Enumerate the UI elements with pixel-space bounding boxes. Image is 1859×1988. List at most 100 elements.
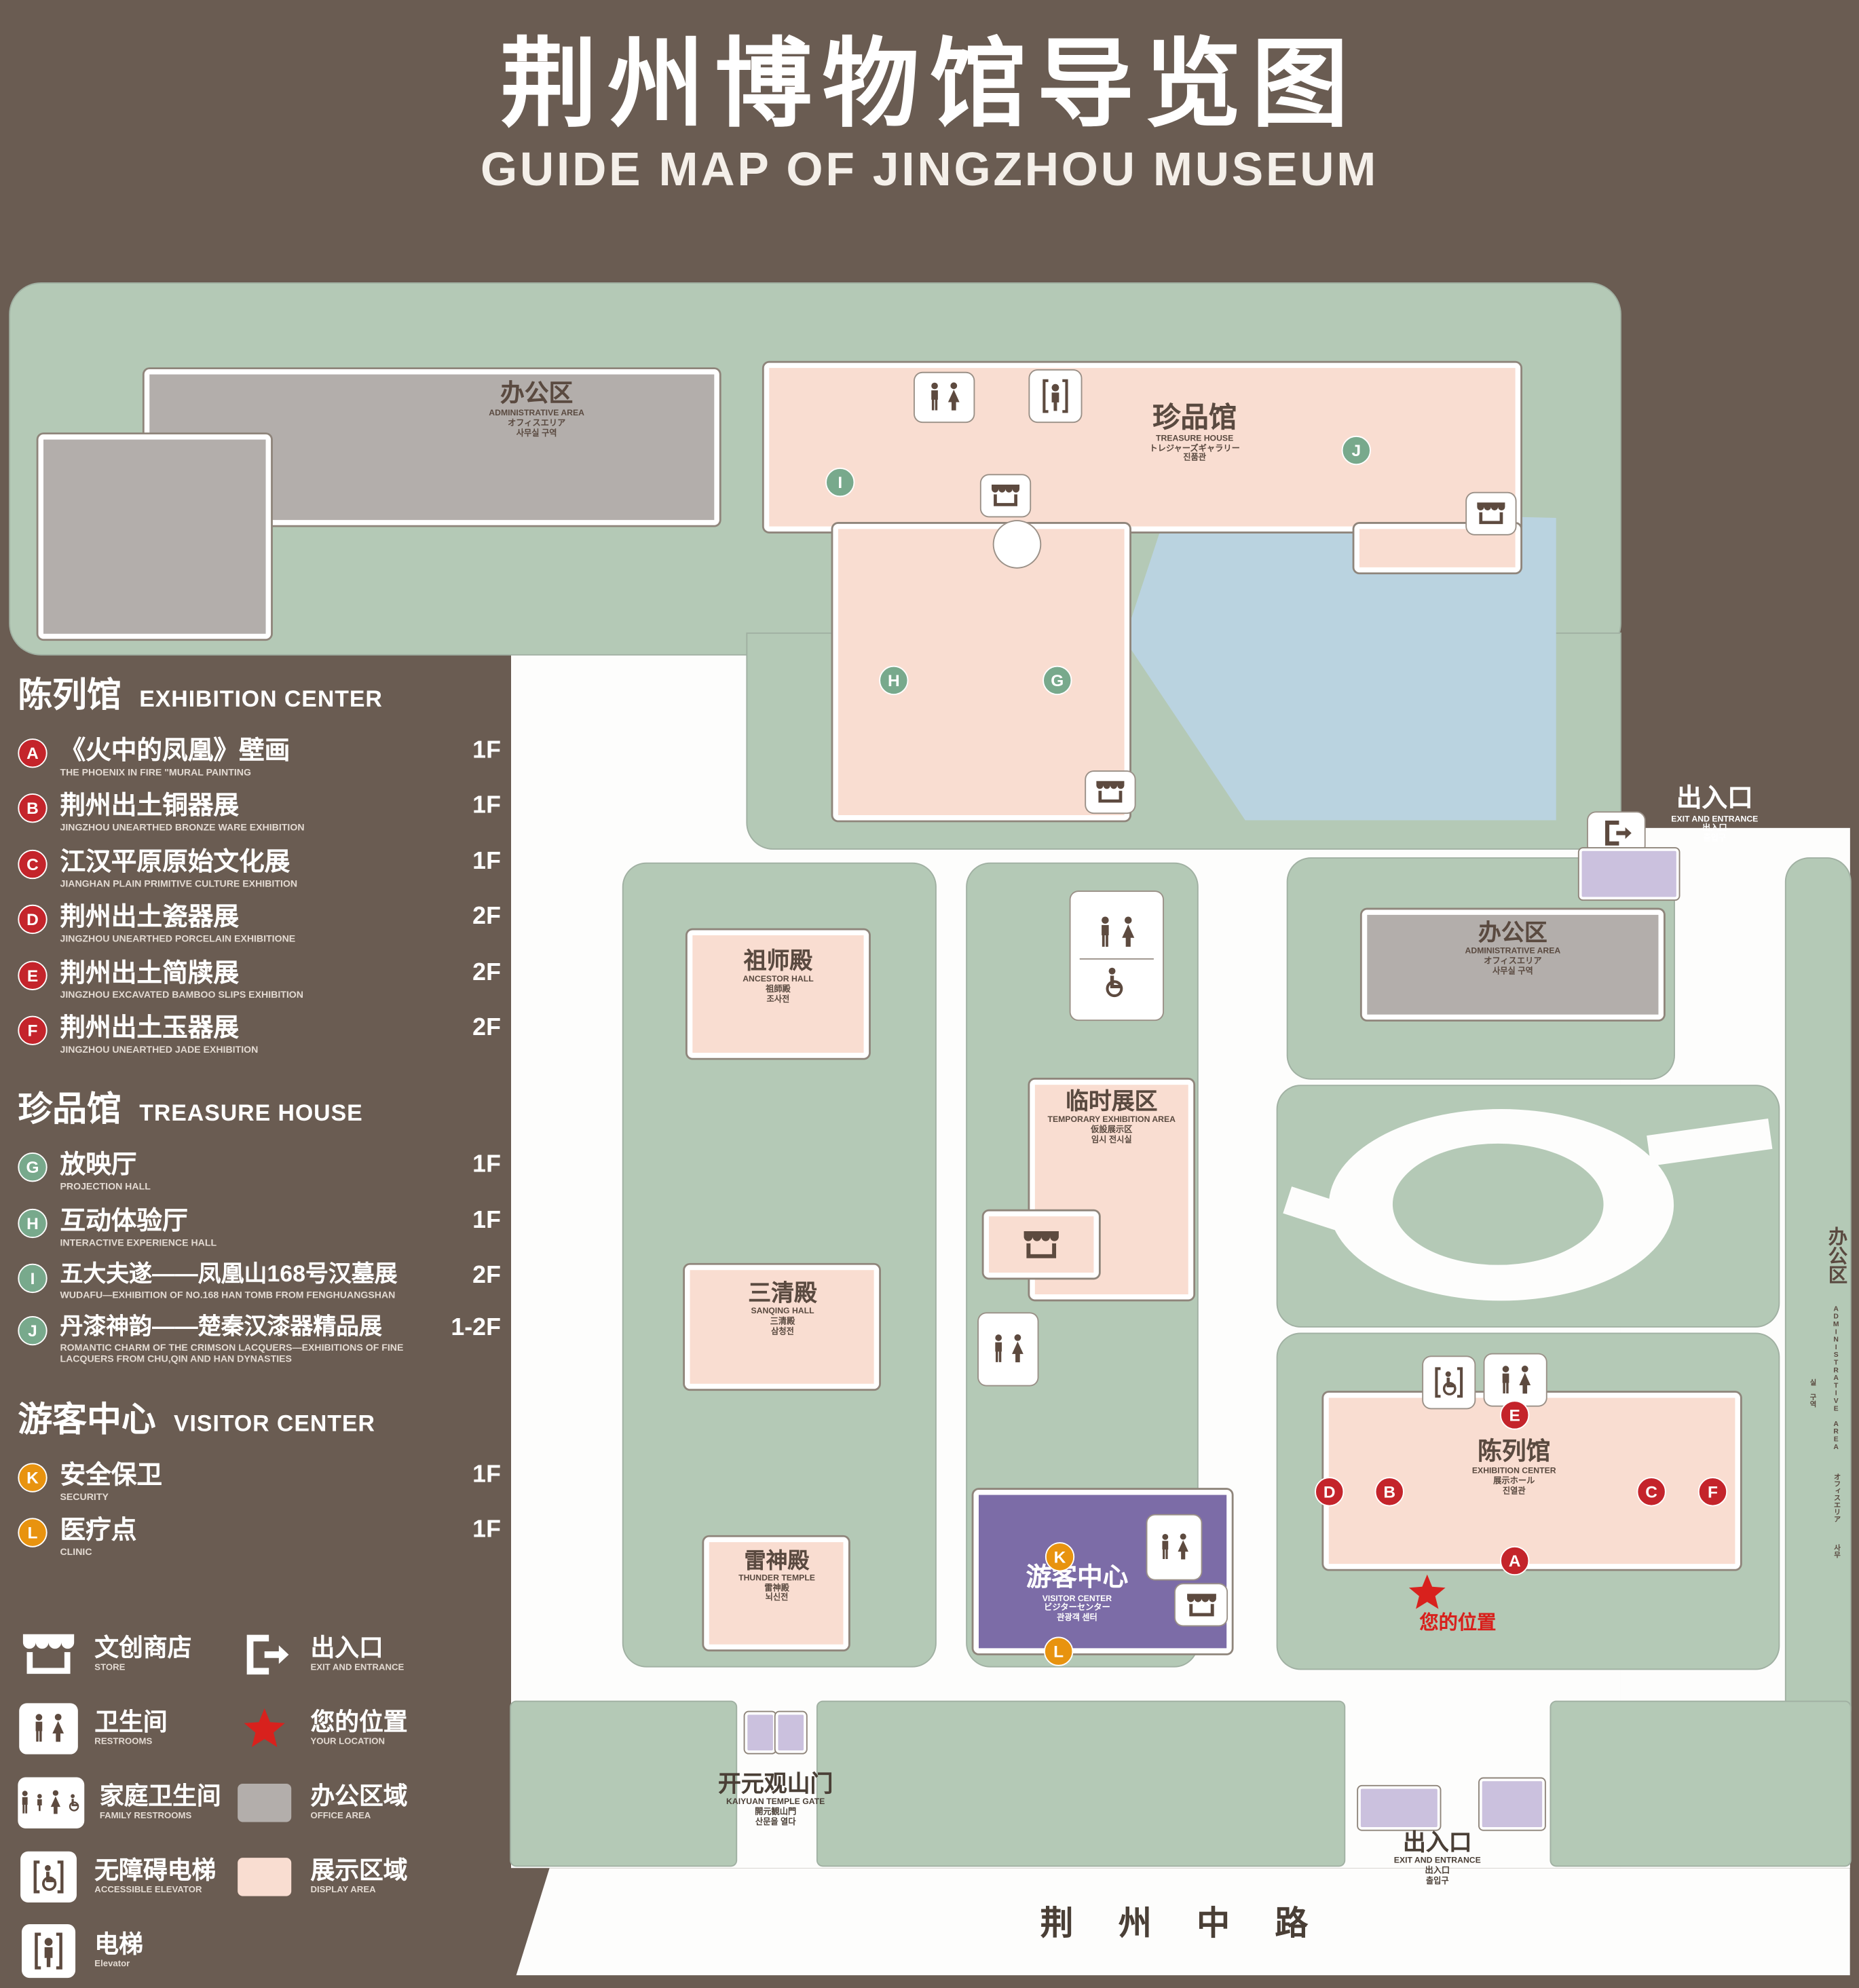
exhibition-center-label: 陈列馆 EXHIBITION CENTER 展示ホール 진열관	[1471, 1438, 1556, 1496]
garden-island	[1392, 1143, 1604, 1265]
legend-item-g: G 放映厅 PROJECTION HALL 1F	[18, 1152, 501, 1193]
marker-badge-g: G	[18, 1152, 48, 1182]
legend-item-j: J 丹漆神韵——楚秦汉漆器精品展 ROMANTIC CHARM OF THE C…	[18, 1314, 501, 1365]
floor-label: 1F	[472, 792, 501, 820]
marker-badge-i: I	[18, 1263, 48, 1294]
exit-building-bottom-1	[1358, 1786, 1440, 1830]
marker-g: G	[1043, 665, 1072, 696]
lawn-far-right	[1786, 859, 1850, 1733]
legend-panel: 陈列馆 EXHIBITION CENTER A 《火中的凤凰》壁画 THE PH…	[18, 667, 501, 1573]
marker-badge-j: J	[18, 1316, 48, 1346]
accessible-elevator-icon	[20, 1851, 77, 1903]
ancestor-hall	[687, 930, 869, 1058]
marker-d: D	[1315, 1477, 1345, 1507]
sanqing-hall	[685, 1264, 880, 1389]
gate-block-1	[745, 1712, 776, 1753]
floor-label: 2F	[472, 1262, 501, 1290]
floor-label: 1F	[472, 1207, 501, 1234]
admin-right-label: 办公区 ADMINISTRATIVE AREA オフィスエリア 사무실 구역	[1465, 920, 1561, 976]
exit-icon	[238, 1630, 291, 1679]
visitor-center-label: 游客中心 VISITOR CENTER ビジターセンター 관광객 센터	[1026, 1564, 1129, 1623]
exit-icon	[1588, 812, 1645, 854]
gate-block-2	[775, 1712, 806, 1753]
marker-badge-d: D	[18, 905, 48, 935]
road-strip	[516, 1868, 1850, 1976]
legend-item-a: A 《火中的凤凰》壁画 THE PHOENIX IN FIRE "MURAL P…	[18, 737, 501, 779]
marker-badge-e: E	[18, 960, 48, 990]
lawn-bottom-1	[511, 1702, 736, 1866]
divider	[1080, 957, 1154, 959]
marker-e: E	[1500, 1400, 1530, 1430]
floor-label: 1F	[472, 1461, 501, 1488]
store-icon	[1467, 493, 1516, 534]
legend-item-d: D 荆州出土瓷器展 JINGZHOU UNEARTHED PORCELAIN E…	[18, 903, 501, 945]
accessible-elevator-icon	[1423, 1357, 1475, 1408]
legend-item-k: K 安全保卫 SECURITY 1F	[18, 1461, 501, 1503]
accessible-icon	[1102, 967, 1132, 997]
legend-item-e: E 荆州出土简牍展 JINGZHOU EXCAVATED BAMBOO SLIP…	[18, 959, 501, 1000]
thunder-temple	[704, 1537, 848, 1650]
floor-label: 2F	[472, 903, 501, 931]
marker-a: A	[1500, 1545, 1530, 1576]
family-restroom-icon	[18, 1777, 85, 1828]
floor-label: 1-2F	[451, 1315, 501, 1342]
floor-label: 1F	[472, 848, 501, 876]
store-icon	[1022, 1229, 1060, 1260]
page-title: 荆州博物馆导览图	[500, 31, 1359, 140]
lawn-bottom-2	[817, 1702, 1345, 1866]
restroom-accessible-block	[1070, 891, 1163, 1020]
store-icon	[1086, 772, 1135, 813]
store-icon	[1175, 1584, 1227, 1626]
exit-bottom-label: 出入口 EXIT AND ENTRANCE 出入口 출입구	[1393, 1829, 1481, 1886]
legend-item-b: B 荆州出土铜器展 JINGZHOU UNEARTHED BRONZE WARE…	[18, 793, 501, 834]
display-swatch	[238, 1858, 292, 1896]
marker-h: H	[879, 665, 909, 696]
admin-top-label: 办公区 ADMINISTRATIVE AREA オフィスエリア 사무실 구역	[489, 380, 585, 438]
marker-badge-a: A	[18, 738, 48, 768]
floor-label: 2F	[472, 958, 501, 986]
road-label: 荆 州 中 路	[1040, 1903, 1326, 1943]
restroom-icon	[1097, 914, 1136, 950]
elevator-icon	[22, 1924, 76, 1978]
legend-section-treasure-house: 珍品馆 TREASURE HOUSE	[18, 1090, 363, 1129]
marker-k: K	[1045, 1542, 1075, 1572]
restroom-icon	[19, 1703, 78, 1755]
legend-section-exhibition-center: 陈列馆 EXHIBITION CENTER	[18, 675, 383, 715]
store-kiosk	[983, 1211, 1099, 1278]
location-star-icon	[243, 1708, 286, 1749]
floor-label: 2F	[472, 1014, 501, 1042]
kaiyuan-gate-label: 开元观山门 KAIYUAN TEMPLE GATE 開元観山門 산문을 열다	[717, 1771, 833, 1827]
marker-badge-k: K	[18, 1462, 48, 1493]
marker-badge-h: H	[18, 1208, 48, 1238]
marker-i: I	[825, 467, 855, 498]
page-subtitle: GUIDE MAP OF JINGZHOU MUSEUM	[480, 143, 1379, 196]
restroom-icon	[914, 373, 974, 422]
marker-badge-l: L	[18, 1518, 48, 1548]
admin-far-right-label: 办公区 ADMINISTRATIVE AREA オフィスエリア 사무실 구역	[1807, 1226, 1848, 1559]
legend-item-c: C 江汉平原原始文化展 JIANGHAN PLAIN PRIMITIVE CUL…	[18, 848, 501, 890]
exit-right-label: 出入口 EXIT AND ENTRANCE 出入口 출입구	[1671, 784, 1759, 844]
treasure-house-north	[764, 362, 1521, 532]
treasure-house-label: 珍品馆 TREASURE HOUSE トレジャーズギャラリー 진품관	[1149, 401, 1240, 463]
office-swatch	[238, 1783, 292, 1822]
marker-badge-b: B	[18, 793, 48, 824]
legend-item-h: H 互动体验厅 INTERACTIVE EXPERIENCE HALL 1F	[18, 1207, 501, 1248]
floor-label: 1F	[472, 737, 501, 764]
marker-f: F	[1697, 1477, 1728, 1507]
exit-building-bottom-2	[1479, 1778, 1545, 1830]
legend-item-f: F 荆州出土玉器展 JINGZHOU UNEARTHED JADE EXHIBI…	[18, 1014, 501, 1055]
restroom-icon	[1484, 1354, 1546, 1406]
elevator-icon	[1030, 370, 1081, 422]
marker-c: C	[1636, 1477, 1666, 1507]
legend-item-i: I 五大夫遂——凤凰山168号汉墓展 WUDAFU—EXHIBITION OF …	[18, 1261, 501, 1301]
ancestor-hall-label: 祖师殿 ANCESTOR HALL 祖師殿 조사전	[743, 948, 814, 1004]
